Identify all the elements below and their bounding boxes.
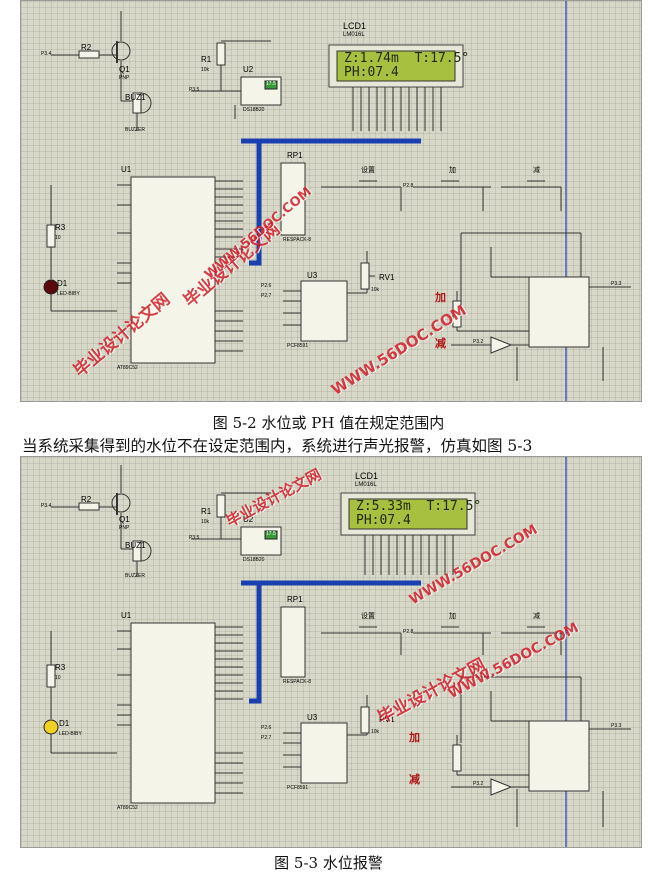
button-set-label: 设置 <box>361 612 375 620</box>
buz-part: BUZZER <box>125 573 145 579</box>
u2-readout: 17.5 <box>266 531 276 537</box>
side-add-label: 加 <box>435 291 446 304</box>
net-p32: P3.2 <box>473 781 484 787</box>
u2-readout: 17.5 <box>266 81 276 87</box>
q1-part: PNP <box>119 525 130 531</box>
u3-ref: U3 <box>307 713 318 722</box>
button-set-label: 设置 <box>361 166 375 174</box>
r1-val: 10k <box>201 67 210 73</box>
button-add-label: 加 <box>449 166 456 174</box>
u1-part: AT89C52 <box>117 805 138 811</box>
net-p34: P3.4 <box>41 503 52 509</box>
r1-val: 10k <box>201 519 210 525</box>
body-paragraph: 当系统采集得到的水位不在设定范围内，系统进行声光报警，仿真如图 5-3 <box>22 437 533 455</box>
u1-ref: U1 <box>121 165 132 174</box>
net-p35: P3.5 <box>189 535 200 541</box>
button-sub-label: 减 <box>533 612 540 620</box>
lcd-ref: LCD1 <box>343 21 367 31</box>
buz-ref: BUZ1 <box>125 93 146 102</box>
figure-5-2-caption: 图 5-2 水位或 PH 值在规定范围内 <box>212 414 445 432</box>
button-add-label: 加 <box>449 612 456 620</box>
lcd-line-1: Z:1.74m T:17.5° <box>344 51 470 66</box>
q1-ref: Q1 <box>119 515 130 524</box>
net-p26: P2.6 <box>261 725 272 731</box>
q1-part: PNP <box>119 75 130 81</box>
net-p28: P2.8 <box>403 629 414 635</box>
r2-ref: R2 <box>81 495 92 504</box>
u3-part: PCF8591 <box>287 343 309 349</box>
figure-5-3-caption: 图 5-3 水位报警 <box>274 854 383 872</box>
rp1-ref: RP1 <box>287 595 303 604</box>
schematic-figure-5-3: Z:5.33m T:17.5° PH:07.4 LCD1 LM016L U1 A… <box>20 456 642 848</box>
net-p28: P2.8 <box>403 183 414 189</box>
lcd-ref: LCD1 <box>355 471 379 481</box>
d1-ref: D1 <box>59 719 70 728</box>
u3-ref: U3 <box>307 271 318 280</box>
side-sub-label: 减 <box>409 773 420 786</box>
u2-ref: U2 <box>243 65 254 74</box>
schematic-figure-5-2: Z:1.74m T:17.5° PH:07.4 LCD1 LM016L U1 A… <box>20 0 642 402</box>
lcd-line-2: PH:07.4 <box>344 65 399 80</box>
net-p35: P3.5 <box>189 87 200 93</box>
net-p26: P2.6 <box>261 283 272 289</box>
rv1-ref: RV1 <box>379 715 395 724</box>
lcd-part: LM016L <box>355 482 377 488</box>
d1-part: LED-BIBY <box>57 291 80 297</box>
r1-ref: R1 <box>201 55 212 64</box>
rv1-val: 10k <box>371 287 380 293</box>
buz-ref: BUZ1 <box>125 541 146 550</box>
r3-val: 10 <box>55 675 61 681</box>
lcd-line-1: Z:5.33m T:17.5° <box>356 499 482 514</box>
net-p33: P3.3 <box>611 281 622 287</box>
q1-ref: Q1 <box>119 65 130 74</box>
net-p34: P3.4 <box>41 51 52 57</box>
side-sub-label: 减 <box>435 337 446 350</box>
rv1-ref: RV1 <box>379 273 395 282</box>
rp1-part: RESPACK-8 <box>283 679 311 685</box>
lcd-line-2: PH:07.4 <box>356 513 411 528</box>
net-p27: P2.7 <box>261 293 272 299</box>
u2-ref: U2 <box>243 515 254 524</box>
schematic-drawing <box>43 1 631 401</box>
rp1-ref: RP1 <box>287 151 303 160</box>
u1-part: AT89C52 <box>117 365 138 371</box>
side-add-label: 加 <box>409 731 420 744</box>
button-sub-label: 减 <box>533 166 540 174</box>
r3-ref: R3 <box>55 223 66 232</box>
net-p27: P2.7 <box>261 735 272 741</box>
r3-ref: R3 <box>55 663 66 672</box>
rp1-part: RESPACK-8 <box>283 237 311 243</box>
buz-part: BUZZER <box>125 127 145 133</box>
r2-ref: R2 <box>81 43 92 52</box>
r3-val: 10 <box>55 235 61 241</box>
schematic-drawing <box>43 457 631 847</box>
lcd-part: LM016L <box>343 32 365 38</box>
d1-ref: D1 <box>57 279 68 288</box>
net-p33: P3.3 <box>611 723 622 729</box>
net-p32: P3.2 <box>473 339 484 345</box>
r1-ref: R1 <box>201 507 212 516</box>
u2-part: DS18B20 <box>243 557 265 563</box>
u2-part: DS18B20 <box>243 107 265 113</box>
d1-part: LED-BIBY <box>59 731 82 737</box>
u1-ref: U1 <box>121 611 132 620</box>
u3-part: PCF8591 <box>287 785 309 791</box>
rv1-val: 10k <box>371 729 380 735</box>
